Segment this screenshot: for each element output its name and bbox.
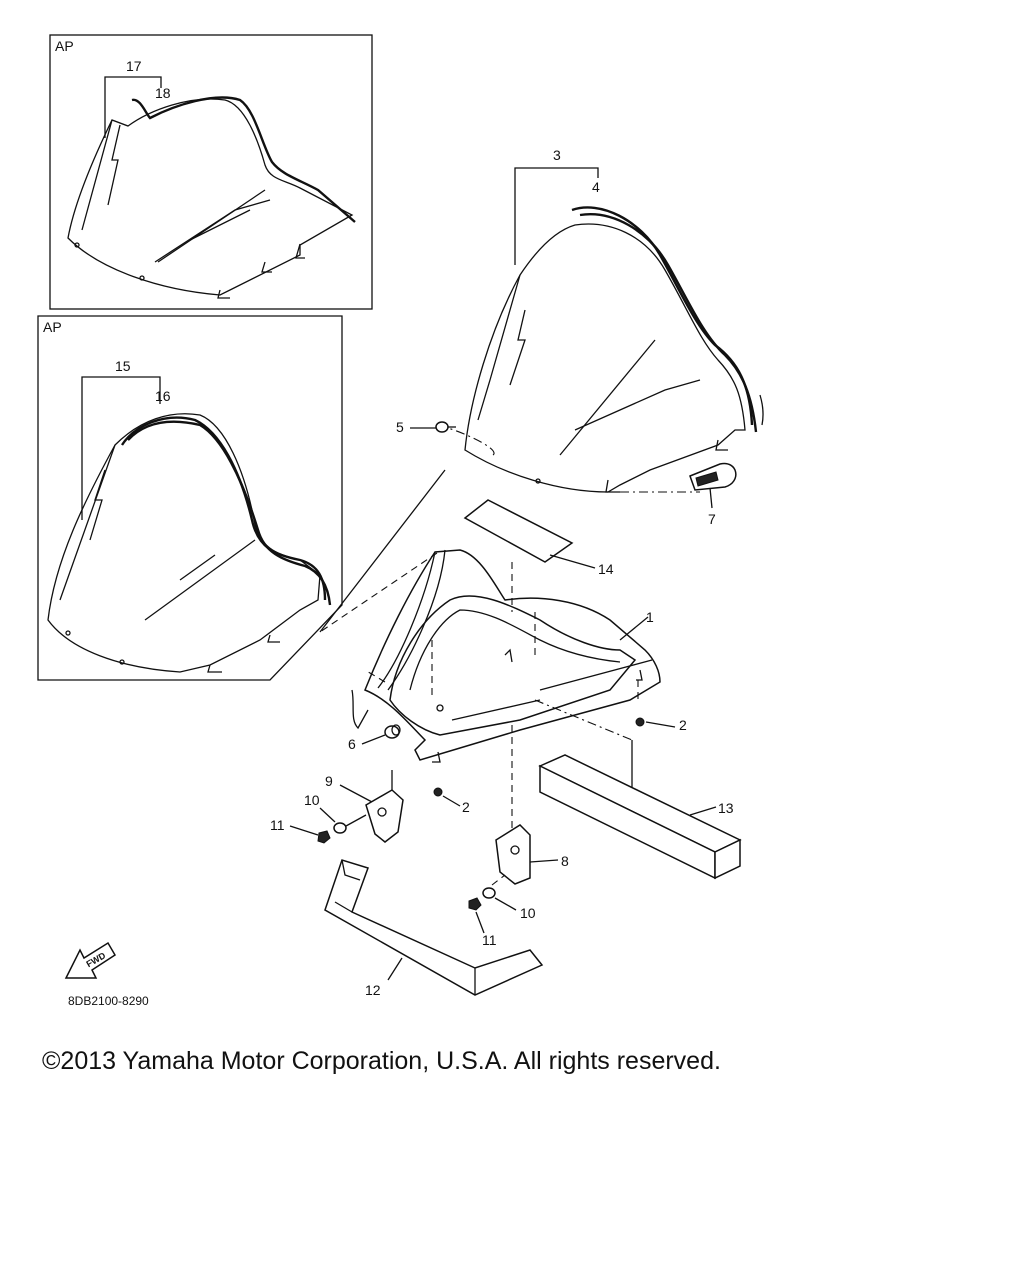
nut-11b: 11: [468, 897, 497, 948]
nut-11a: 11: [270, 817, 331, 844]
callout-1: 1: [646, 609, 654, 625]
washer-10a: 10: [304, 792, 367, 834]
bolt-5: 5: [396, 419, 456, 435]
callout-8: 8: [561, 853, 569, 869]
callout-2a: 2: [679, 717, 687, 733]
inset-windshield-15: AP 15 16: [37, 315, 343, 681]
cowling-1: 1: [319, 469, 661, 830]
foam-13: 13: [538, 754, 742, 880]
grommet-6: 6: [348, 724, 401, 752]
callout-2b: 2: [462, 799, 470, 815]
bracket-8: 8: [495, 824, 569, 885]
diagram-code: 8DB2100-8290: [68, 994, 149, 1008]
inset-ap-label-2: AP: [43, 319, 62, 335]
bracket-9: 9: [325, 770, 404, 843]
callout-5: 5: [396, 419, 404, 435]
callout-12: 12: [365, 982, 381, 998]
fwd-arrow-icon: FWD: [64, 941, 117, 979]
callout-17: 17: [126, 58, 142, 74]
callout-10a: 10: [304, 792, 320, 808]
callout-16: 16: [155, 388, 171, 404]
clip-7: 7: [620, 462, 737, 527]
callout-7: 7: [708, 511, 716, 527]
callout-6: 6: [348, 736, 356, 752]
copyright-notice: ©2013 Yamaha Motor Corporation, U.S.A. A…: [42, 1047, 721, 1075]
callout-14: 14: [598, 561, 614, 577]
callout-18: 18: [155, 85, 171, 101]
callout-3: 3: [553, 147, 561, 163]
inset-windshield-17: AP 17 18: [49, 34, 373, 310]
parts-diagram: AP 17 18 AP 15 16: [37, 34, 764, 1008]
callout-11a: 11: [270, 817, 285, 833]
screw-2b: 2: [433, 787, 470, 815]
callout-13: 13: [718, 800, 734, 816]
callout-15: 15: [115, 358, 131, 374]
callout-4: 4: [592, 179, 600, 195]
pad-14: 14: [463, 499, 614, 577]
windshield-3: 3 4: [447, 147, 764, 493]
foam-12: 12: [324, 859, 544, 998]
callout-10b: 10: [520, 905, 536, 921]
callout-9: 9: [325, 773, 333, 789]
washer-10b: 10: [482, 874, 536, 921]
screw-2a: 2: [635, 717, 687, 733]
callout-11b: 11: [482, 932, 497, 948]
inset-ap-label: AP: [55, 38, 74, 54]
